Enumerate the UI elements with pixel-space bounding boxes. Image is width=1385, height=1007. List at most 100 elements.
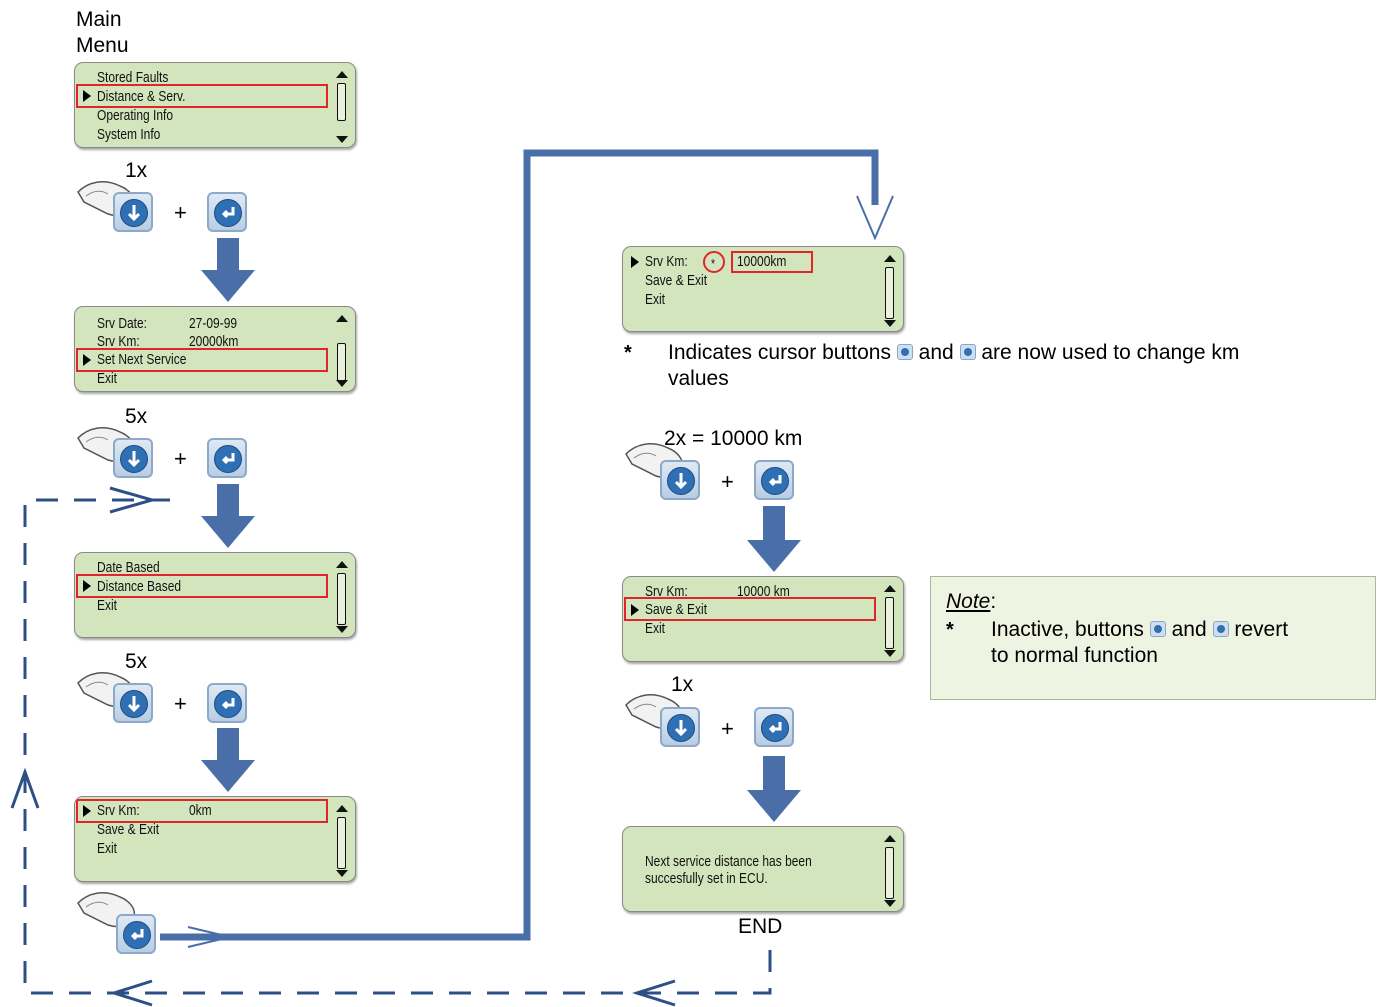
cursor-icon: [631, 256, 639, 268]
down-arrow-icon: [667, 467, 695, 495]
lcd-based: Date Based Distance Based Exit: [74, 552, 356, 638]
up-button-small-icon: [896, 344, 913, 360]
indicates-line-2: values: [668, 367, 729, 390]
down-arrow-icon: [120, 199, 148, 227]
scroll-up-icon: [884, 585, 896, 592]
srv-km-label: Srv Km:: [97, 333, 140, 350]
scrollbar: [335, 71, 349, 143]
srv-km-label: Srv Km:: [645, 253, 688, 270]
cursor-icon: [83, 580, 91, 592]
menu-item-exit: Exit: [97, 597, 118, 614]
cursor-icon: [83, 90, 91, 102]
menu-item-set-next-service: Set Next Service: [97, 351, 187, 368]
menu-item-date-based: Date Based: [97, 559, 160, 576]
value-highlight: [731, 251, 813, 273]
scroll-thumb: [885, 847, 894, 899]
srv-km-value: 0km: [189, 802, 212, 819]
scroll-thumb: [885, 267, 894, 319]
down-arrow-3: [201, 728, 255, 792]
down-arrows: [201, 238, 801, 822]
scroll-down-icon: [884, 320, 896, 327]
down-button[interactable]: [660, 707, 700, 747]
indicates-text-c: are now used to change km: [981, 341, 1240, 364]
menu-item-exit: Exit: [645, 620, 666, 637]
indicates-text-a: Indicates cursor buttons: [668, 341, 891, 364]
plus-sign: +: [721, 469, 734, 494]
scroll-up-icon: [884, 835, 896, 842]
enter-icon: [214, 199, 242, 227]
press-count-3: 5x: [125, 650, 148, 673]
end-label: END: [738, 915, 783, 938]
note-title-text: Note: [946, 590, 991, 613]
menu-item-exit: Exit: [97, 840, 118, 857]
note-line-2: to normal function: [991, 644, 1158, 667]
done-message-line-1: Next service distance has been: [645, 853, 812, 870]
menu-item-save-exit: Save & Exit: [645, 601, 708, 618]
scroll-down-icon: [336, 870, 348, 877]
scrollbar: [883, 255, 897, 327]
srv-date-value: 27-09-99: [189, 315, 238, 332]
up-button-small-icon: [1149, 621, 1166, 637]
plus-sign: +: [174, 446, 187, 471]
down-button[interactable]: [113, 438, 153, 478]
cursor-icon: [83, 805, 91, 817]
lcd-service: Srv Date: 27-09-99 Srv Km: 20000km Set N…: [74, 306, 356, 392]
cursor-icon: [631, 604, 639, 616]
scroll-down-icon: [884, 650, 896, 657]
enter-button[interactable]: [754, 460, 794, 500]
down-button-small-icon: [1212, 621, 1229, 637]
indicates-line-1: Indicates cursor buttons and are now use…: [668, 340, 1239, 365]
note-text-c: revert: [1234, 618, 1289, 641]
scrollbar: [883, 835, 897, 907]
plus-sign: +: [174, 691, 187, 716]
enter-icon: [214, 690, 242, 718]
note-star: *: [946, 619, 954, 641]
scroll-thumb: [337, 573, 346, 625]
lcd-main-menu: Stored Faults Distance & Serv. Operating…: [74, 62, 356, 148]
selection-highlight: [76, 799, 328, 823]
down-arrow-4: [747, 506, 801, 572]
enter-icon: [123, 921, 151, 949]
scroll-down-icon: [336, 626, 348, 633]
plus-sign: +: [174, 200, 187, 225]
down-button[interactable]: [660, 460, 700, 500]
down-button[interactable]: [113, 192, 153, 232]
enter-button[interactable]: [207, 683, 247, 723]
main-menu-label: Main Menu: [76, 8, 129, 57]
lcd-save-exit: Srv Km: 10000 km Save & Exit Exit: [622, 576, 904, 662]
menu-item-distance-based: Distance Based: [97, 578, 182, 595]
press-count-2: 5x: [125, 405, 148, 428]
down-button-small-icon: [959, 344, 976, 360]
enter-button[interactable]: [207, 438, 247, 478]
scrollbar: [335, 561, 349, 633]
scroll-down-icon: [336, 380, 348, 387]
scroll-thumb: [337, 83, 346, 121]
down-arrow-2: [201, 484, 255, 548]
menu-item-save-exit: Save & Exit: [645, 272, 708, 289]
selection-highlight: [76, 574, 328, 598]
enter-icon: [761, 467, 789, 495]
enter-icon: [761, 714, 789, 742]
lcd-edit-km: Srv Km: * 10000km Save & Exit Exit: [622, 246, 904, 332]
note-text-b: and: [1171, 618, 1207, 641]
scroll-down-icon: [336, 136, 348, 143]
menu-item-system-info: System Info: [97, 126, 161, 143]
enter-button[interactable]: [754, 707, 794, 747]
cursor-icon: [83, 354, 91, 366]
lcd-srv-km-zero: Srv Km: 0km Save & Exit Exit: [74, 796, 356, 882]
note-box: Note: * Inactive, buttons and revert to …: [930, 576, 1376, 700]
note-colon: :: [990, 590, 997, 613]
scroll-thumb: [337, 343, 346, 381]
down-arrow-5: [747, 756, 801, 822]
press-count-1: 1x: [125, 159, 148, 182]
note-text-a: Inactive, buttons: [991, 618, 1144, 641]
down-button[interactable]: [113, 683, 153, 723]
down-arrow-icon: [667, 714, 695, 742]
down-arrow-1: [201, 238, 255, 302]
scroll-up-icon: [884, 255, 896, 262]
enter-button[interactable]: [116, 914, 156, 954]
enter-button[interactable]: [207, 192, 247, 232]
enter-icon: [214, 445, 242, 473]
indicates-text-b: and: [918, 341, 954, 364]
